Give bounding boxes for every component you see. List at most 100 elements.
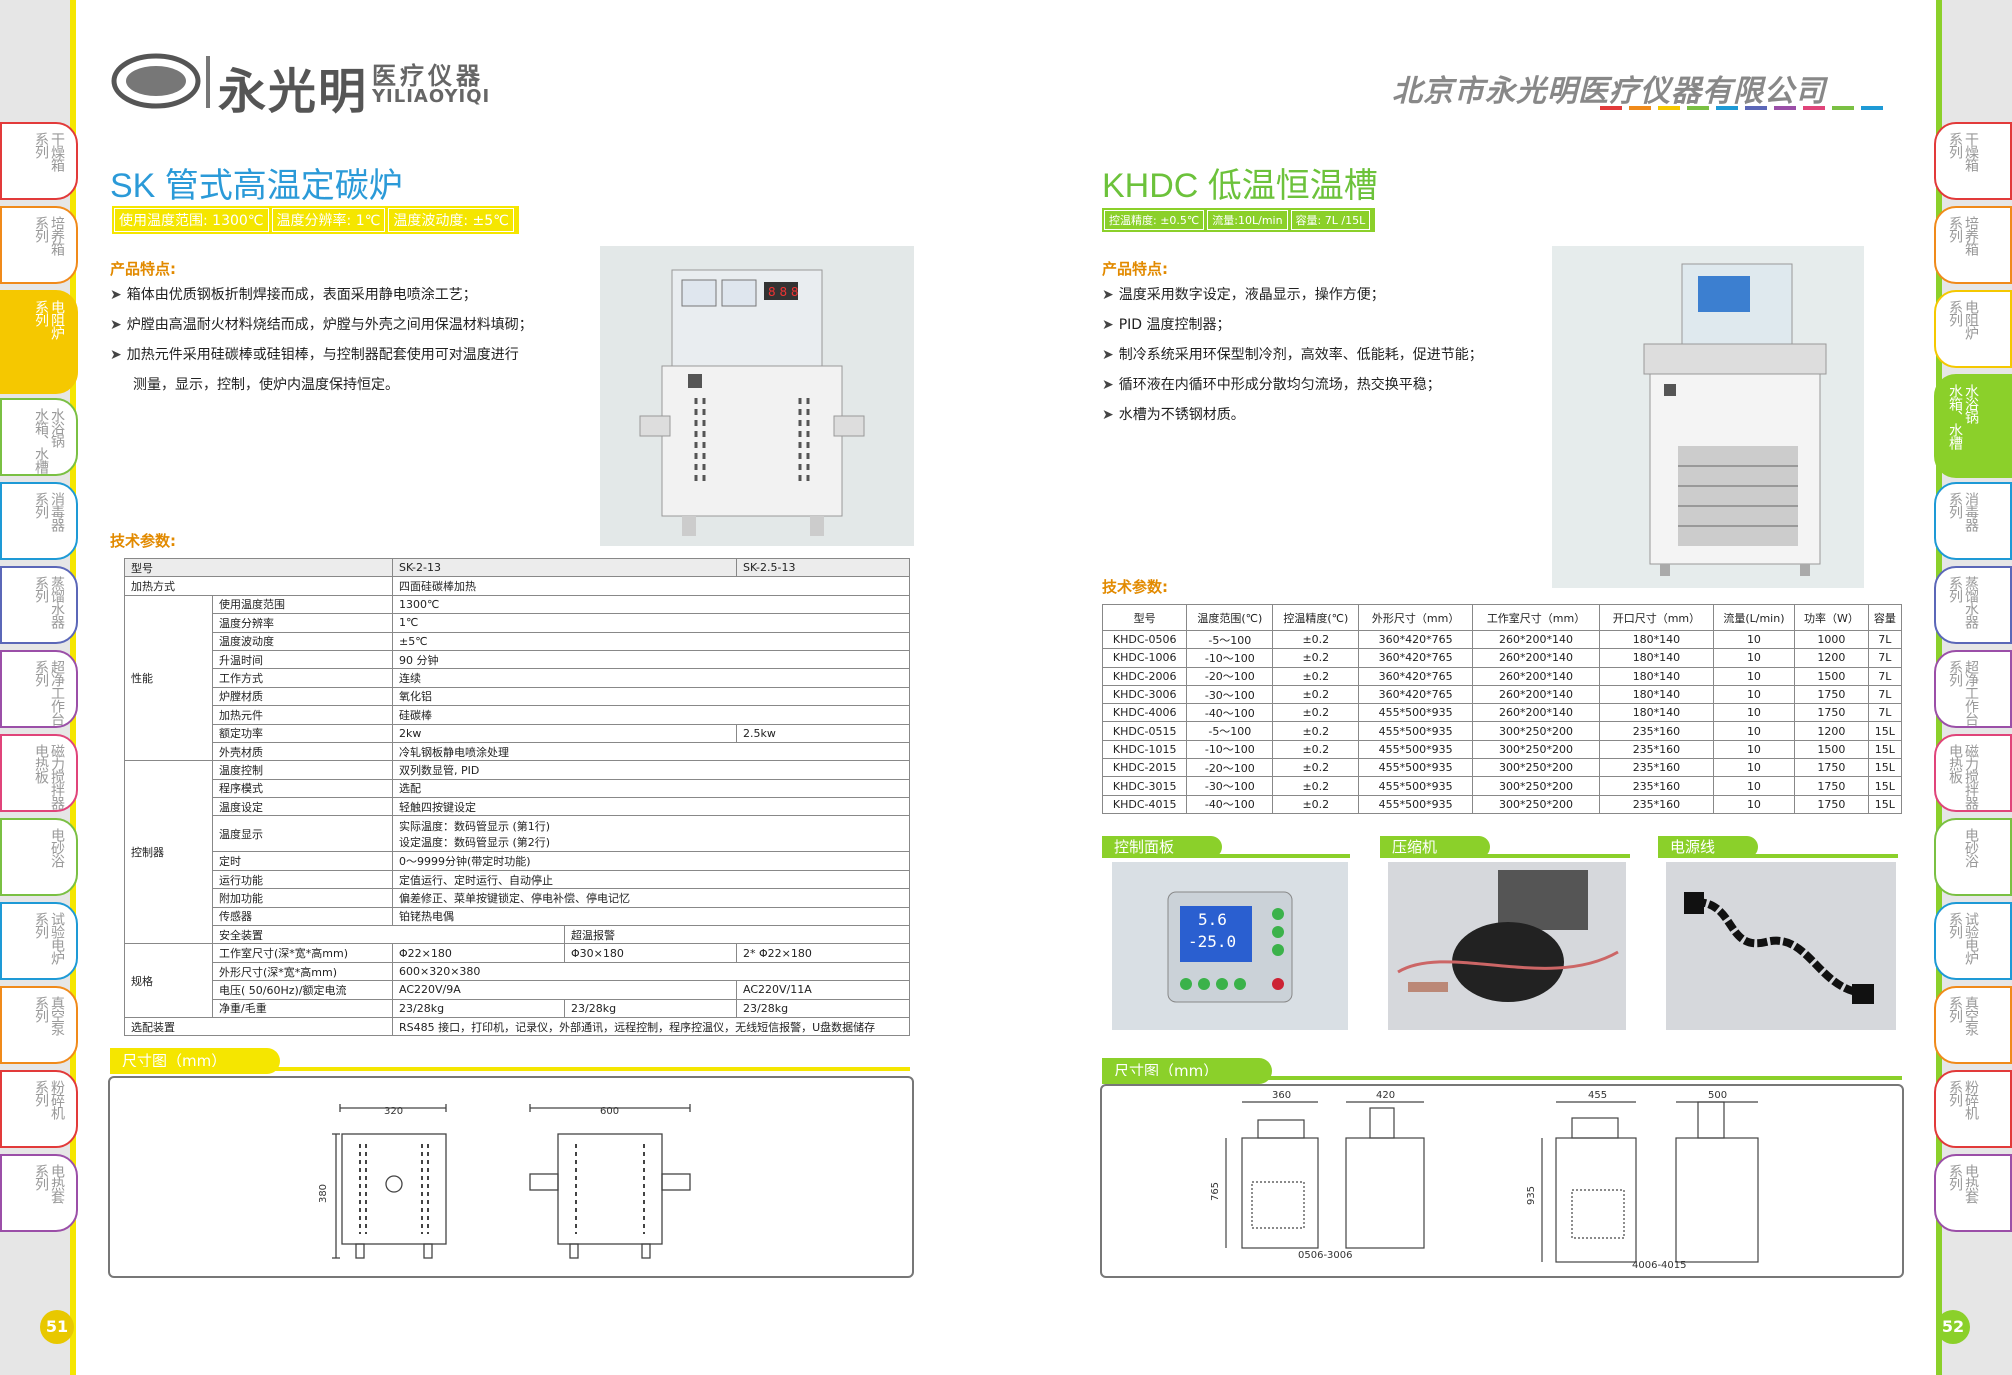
- table-row: 温度显示实际温度：数码管显示 (第1行)设定温度：数码管显示 (第2行): [125, 815, 910, 853]
- side-tab-1[interactable]: 培养箱系列: [1934, 206, 2012, 284]
- color-dash: [1716, 106, 1738, 110]
- feature-item: PID 温度控制器；: [1102, 310, 1562, 340]
- table-cell: 180*140: [1599, 703, 1714, 723]
- logo-subtext: 医疗仪器: [372, 62, 484, 90]
- left-features: 箱体由优质钢板折制焊接而成，表面采用静电喷涂工艺；炉膛由高温耐火材料烧结而成，炉…: [110, 280, 580, 400]
- table-cell: 7L: [1867, 703, 1903, 723]
- dim-b-label: 4006-4015: [1632, 1260, 1687, 1271]
- left-dims-title: 尺寸图（mm）: [122, 1052, 227, 1070]
- table-cell: 2* Φ22×180: [736, 943, 910, 963]
- feature-item: 循环液在内循环中形成分散均匀流场，热交换平稳；: [1102, 370, 1562, 400]
- side-tab-sub: 系列: [1947, 1080, 1963, 1106]
- column-header: 流量(L/min): [1712, 604, 1796, 631]
- spec-item: 控温精度: ±0.5℃: [1104, 210, 1205, 230]
- side-tab-1[interactable]: 培养箱系列: [0, 206, 78, 284]
- table-cell: 10: [1712, 739, 1796, 760]
- feature-item: 水槽为不锈钢材质。: [1102, 400, 1562, 430]
- side-tab-4[interactable]: 消毒器系列: [0, 482, 78, 560]
- table-cell: 23/28kg: [392, 998, 565, 1018]
- table-cell: 温度设定: [212, 797, 393, 817]
- color-dash: [1861, 106, 1883, 110]
- table-cell: ±0.2: [1272, 703, 1360, 723]
- table-row: 工作方式连续: [125, 668, 910, 688]
- side-tab-sub: 系列: [1947, 660, 1963, 686]
- side-tab-10[interactable]: 真空泵系列: [0, 986, 78, 1064]
- side-tab-11[interactable]: 粉碎机系列: [0, 1070, 78, 1148]
- table-cell: 10: [1712, 721, 1796, 741]
- side-tab-label: 干燥箱: [49, 132, 65, 171]
- side-tab-label: 电阻炉: [49, 300, 65, 339]
- side-tab-12[interactable]: 电热套系列: [0, 1154, 78, 1232]
- table-cell: 235*160: [1599, 776, 1714, 796]
- feature-item: 箱体由优质钢板折制焊接而成，表面采用静电喷涂工艺；: [110, 280, 580, 310]
- left-features-title: 产品特点:: [110, 260, 176, 278]
- side-tab-label: 真空泵: [1963, 996, 1979, 1035]
- table-cell: AC220V/9A: [392, 980, 737, 1000]
- side-tab-5[interactable]: 蒸馏水器系列: [1934, 566, 2012, 644]
- side-tab-7[interactable]: 磁力搅拌器电热板: [1934, 734, 2012, 812]
- table-cell: 455*500*935: [1358, 703, 1473, 723]
- table-cell: 净重/毛重: [212, 998, 393, 1018]
- table-cell: ±0.2: [1272, 666, 1360, 686]
- side-tab-2[interactable]: 电阻炉系列: [0, 290, 78, 394]
- color-dash: [1803, 106, 1825, 110]
- spec-item: 温度分辨率: 1℃: [271, 208, 386, 232]
- side-tab-label: 粉碎机: [1963, 1080, 1979, 1119]
- side-tab-8[interactable]: 电砂浴: [0, 818, 78, 896]
- table-cell: 1750: [1794, 794, 1869, 814]
- side-tab-6[interactable]: 超净工作台系列: [0, 650, 78, 728]
- table-cell: 23/28kg: [736, 998, 910, 1018]
- table-cell: 性能: [124, 594, 213, 762]
- side-tab-6[interactable]: 超净工作台系列: [1934, 650, 2012, 728]
- side-tab-2[interactable]: 电阻炉系列: [1934, 290, 2012, 368]
- page-number-right: 52: [1936, 1310, 1970, 1344]
- side-tab-label: 超净工作台: [1963, 660, 1979, 725]
- table-row: 加热元件硅碳棒: [125, 705, 910, 725]
- table-cell: Φ22×180: [392, 943, 565, 963]
- side-tab-3[interactable]: 水浴锅水箱、水槽: [0, 398, 78, 476]
- side-tab-3[interactable]: 水浴锅水箱、水槽: [1934, 374, 2012, 478]
- svg-text:8 8 8: 8 8 8: [768, 285, 799, 299]
- side-tab-10[interactable]: 真空泵系列: [1934, 986, 2012, 1064]
- side-tab-4[interactable]: 消毒器系列: [1934, 482, 2012, 560]
- table-cell: 455*500*935: [1358, 776, 1473, 796]
- side-tab-0[interactable]: 干燥箱系列: [0, 122, 78, 200]
- logo-latin: YILIAOYIQI: [372, 86, 491, 107]
- feature-item: 炉膛由高温耐火材料烧结而成，炉膛与外壳之间用保温材料填砌；: [110, 310, 580, 340]
- side-tab-7[interactable]: 磁力搅拌器电热板: [0, 734, 78, 812]
- table-cell: 外形尺寸(深*宽*高mm): [212, 961, 393, 982]
- table-row: 温度设定轻触四按键设定: [125, 797, 910, 817]
- side-tab-label: 电阻炉: [1963, 300, 1979, 339]
- table-cell: 260*200*140: [1471, 684, 1601, 705]
- table-cell: 360*420*765: [1358, 684, 1473, 705]
- side-tab-sub: 电热板: [1947, 744, 1963, 783]
- side-tab-9[interactable]: 试验电炉系列: [0, 902, 78, 980]
- table-cell: 2kw: [392, 723, 737, 743]
- side-tab-sub: 水箱、水槽: [1947, 384, 1963, 449]
- table-cell: 轻触四按键设定: [392, 797, 910, 817]
- side-tab-5[interactable]: 蒸馏水器系列: [0, 566, 78, 644]
- side-tab-label: 试验电炉: [1963, 912, 1979, 964]
- side-tab-9[interactable]: 试验电炉系列: [1934, 902, 2012, 980]
- table-cell: KHDC-3006: [1101, 684, 1188, 705]
- dim-a-label: 0506-3006: [1298, 1250, 1353, 1261]
- column-header: 型号: [1101, 604, 1188, 631]
- side-tab-sub: 系列: [33, 576, 49, 602]
- side-tab-12[interactable]: 电热套系列: [1934, 1154, 2012, 1232]
- side-tab-0[interactable]: 干燥箱系列: [1934, 122, 2012, 200]
- table-cell: 300*250*200: [1471, 721, 1601, 741]
- right-params-table-wrap: 型号温度范围(℃)控温精度(℃)外形尺寸（mm）工作室尺寸（mm）开口尺寸（mm…: [1101, 604, 1903, 814]
- table-cell: 180*140: [1599, 648, 1714, 668]
- right-dims-banner: 尺寸图（mm）: [1102, 1058, 1272, 1084]
- side-tab-label: 水浴锅: [49, 408, 65, 447]
- side-tab-11[interactable]: 粉碎机系列: [1934, 1070, 2012, 1148]
- side-tab-8[interactable]: 电砂浴: [1934, 818, 2012, 896]
- table-row: 加热方式四面硅碳棒加热: [124, 576, 910, 596]
- page-number-left: 51: [40, 1310, 74, 1344]
- table-cell: KHDC-1006: [1101, 648, 1188, 668]
